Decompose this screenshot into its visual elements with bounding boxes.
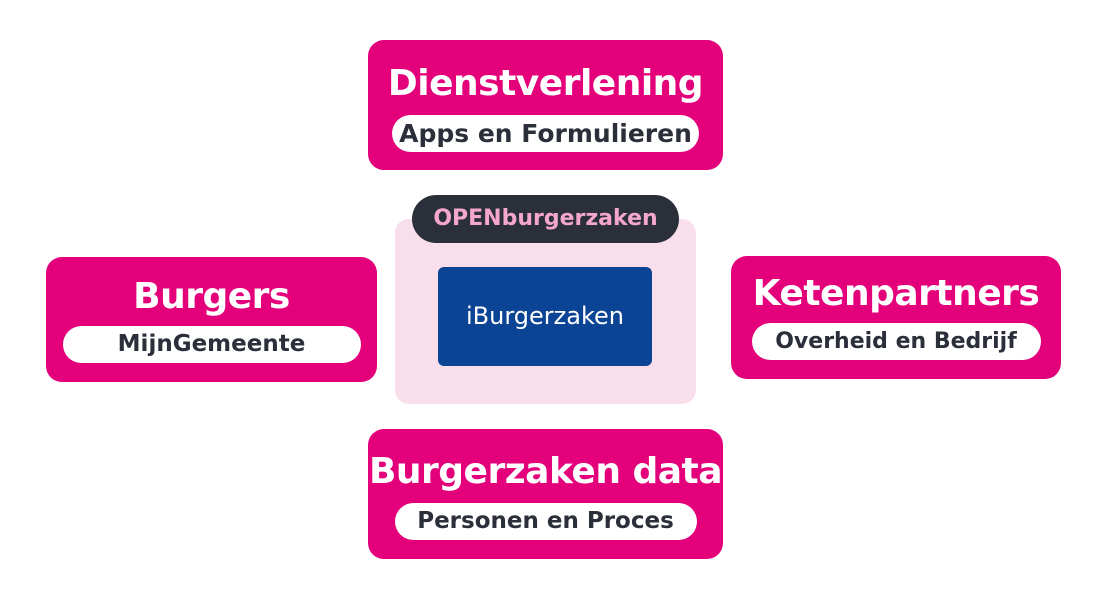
dienstverlening-card: Dienstverlening Apps en Formulieren (368, 40, 723, 170)
dienstverlening-subtitle: Apps en Formulieren (392, 115, 699, 152)
burgerzaken-data-title: Burgerzaken data (368, 451, 723, 492)
ketenpartners-title: Ketenpartners (752, 273, 1040, 314)
burgers-subtitle: MijnGemeente (62, 326, 361, 363)
core-system-box: iBurgerzaken (438, 267, 652, 366)
ketenpartners-subtitle: Overheid en Bedrijf (751, 323, 1041, 360)
burgers-title: Burgers (133, 276, 290, 317)
burgerzaken-data-card: Burgerzaken data Personen en Proces (368, 429, 723, 559)
burgerzaken-data-subtitle: Personen en Proces (394, 503, 697, 540)
ketenpartners-card: Ketenpartners Overheid en Bedrijf (731, 256, 1061, 379)
burgers-card: Burgers MijnGemeente (46, 257, 377, 382)
dienstverlening-title: Dienstverlening (387, 63, 704, 104)
platform-label: OPENburgerzaken (412, 195, 679, 243)
